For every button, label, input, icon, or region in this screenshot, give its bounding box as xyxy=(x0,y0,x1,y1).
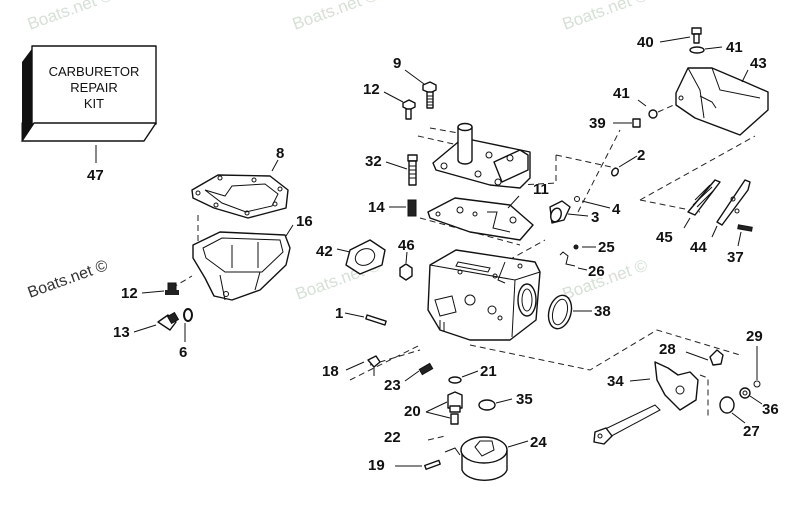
part-21-washer xyxy=(448,370,479,384)
part-19-pin xyxy=(395,459,441,470)
callout-19[interactable]: 19 xyxy=(368,457,385,474)
part-9-screw xyxy=(404,69,437,109)
part-41-washer-top xyxy=(689,46,723,54)
callout-43[interactable]: 43 xyxy=(750,55,767,72)
kit-label-line-1: CARBURETOR xyxy=(49,64,140,79)
part-12-screw-left xyxy=(141,282,179,295)
callout-26[interactable]: 26 xyxy=(588,263,605,280)
callout-14[interactable]: 14 xyxy=(368,199,385,216)
callout-37[interactable]: 37 xyxy=(727,249,744,266)
callout-46[interactable]: 46 xyxy=(398,237,415,254)
part-2-clip xyxy=(611,155,638,177)
callout-47[interactable]: 47 xyxy=(87,167,104,184)
part-45-reed xyxy=(683,179,721,229)
part-26-bracket xyxy=(559,251,588,271)
part-11-gasket xyxy=(427,195,534,241)
part-39-screw xyxy=(613,118,641,128)
part-24-float xyxy=(444,436,529,482)
part-38-seal xyxy=(547,294,592,330)
callout-20[interactable]: 20 xyxy=(404,403,421,420)
callout-24[interactable]: 24 xyxy=(530,434,547,451)
part-20-needle-seat xyxy=(425,391,463,425)
watermark-dark: Boats.net © xyxy=(26,257,111,302)
part-4-ball xyxy=(574,196,611,209)
callout-29[interactable]: 29 xyxy=(746,328,763,345)
callout-18[interactable]: 18 xyxy=(322,363,339,380)
callout-32[interactable]: 32 xyxy=(365,153,382,170)
part-16-adapter xyxy=(192,224,294,301)
part-25-screw xyxy=(573,244,596,250)
part-44-plate xyxy=(711,179,751,238)
watermark: Boats.net © xyxy=(290,0,381,34)
callout-13[interactable]: 13 xyxy=(113,324,130,341)
callout-1[interactable]: 1 xyxy=(335,305,343,322)
callout-39[interactable]: 39 xyxy=(589,115,606,132)
callout-44[interactable]: 44 xyxy=(690,239,707,256)
callout-40[interactable]: 40 xyxy=(637,34,654,51)
part-13-drain-plug xyxy=(133,311,180,333)
callout-41[interactable]: 41 xyxy=(613,85,630,102)
callout-28[interactable]: 28 xyxy=(659,341,676,358)
part-23-jet xyxy=(404,362,434,382)
part-37-screw xyxy=(737,224,753,247)
watermark: Boats.net © xyxy=(25,0,116,34)
part-1-pin xyxy=(344,312,387,326)
callout-42[interactable]: 42 xyxy=(316,243,333,260)
part-42-gasket xyxy=(336,239,386,275)
callout-3[interactable]: 3 xyxy=(591,209,599,226)
callout-23[interactable]: 23 xyxy=(384,377,401,394)
callout-12[interactable]: 12 xyxy=(363,81,380,98)
part-29-clip xyxy=(753,346,761,388)
part-28-spring xyxy=(685,349,724,366)
part-35-cap xyxy=(478,398,513,411)
part-34-throttle-lever xyxy=(593,361,699,445)
callout-12[interactable]: 12 xyxy=(121,285,138,302)
callout-9[interactable]: 9 xyxy=(393,55,401,72)
callout-36[interactable]: 36 xyxy=(762,401,779,418)
carburetor-top-cover xyxy=(432,122,531,189)
part-41-washer-side xyxy=(637,99,677,119)
kit-label-line-3: KIT xyxy=(84,96,104,111)
part-43-silencer xyxy=(675,67,769,136)
callout-8[interactable]: 8 xyxy=(276,145,284,162)
callout-27[interactable]: 27 xyxy=(743,423,760,440)
kit-label-line-2: REPAIR xyxy=(70,80,117,95)
part-32-screw xyxy=(385,154,418,186)
part-12-screw-top xyxy=(383,91,416,120)
part-27-spring xyxy=(719,396,746,424)
watermark: Boats.net © xyxy=(560,255,651,303)
carburetor-body xyxy=(427,249,541,341)
part-46-nut xyxy=(399,251,413,281)
callout-34[interactable]: 34 xyxy=(607,373,624,390)
callout-21[interactable]: 21 xyxy=(480,363,497,380)
callout-4[interactable]: 4 xyxy=(612,201,621,218)
repair-kit-box: CARBURETOR REPAIR KIT xyxy=(21,45,157,163)
callout-16[interactable]: 16 xyxy=(296,213,313,230)
callout-2[interactable]: 2 xyxy=(637,147,645,164)
part-3-sleeve xyxy=(549,200,589,224)
part-8-gasket xyxy=(191,159,289,219)
callout-22[interactable]: 22 xyxy=(384,429,401,446)
part-40-screw xyxy=(659,27,702,44)
callout-6[interactable]: 6 xyxy=(179,344,187,361)
callout-38[interactable]: 38 xyxy=(594,303,611,320)
callout-11[interactable]: 11 xyxy=(533,181,549,198)
part-6-oring xyxy=(183,308,193,342)
part-14-spring xyxy=(389,199,417,217)
part-18-fitting xyxy=(345,355,381,376)
part-36-washer xyxy=(739,387,763,405)
callout-25[interactable]: 25 xyxy=(598,239,615,256)
callout-41[interactable]: 41 xyxy=(726,39,743,56)
watermark: Boats.net © xyxy=(560,0,651,34)
callout-35[interactable]: 35 xyxy=(516,391,533,408)
callout-45[interactable]: 45 xyxy=(656,229,673,246)
part-22-pin xyxy=(427,435,446,441)
callout-labels: 47 8 16 12 13 6 9 12 32 14 11 42 46 1 18… xyxy=(87,34,779,474)
